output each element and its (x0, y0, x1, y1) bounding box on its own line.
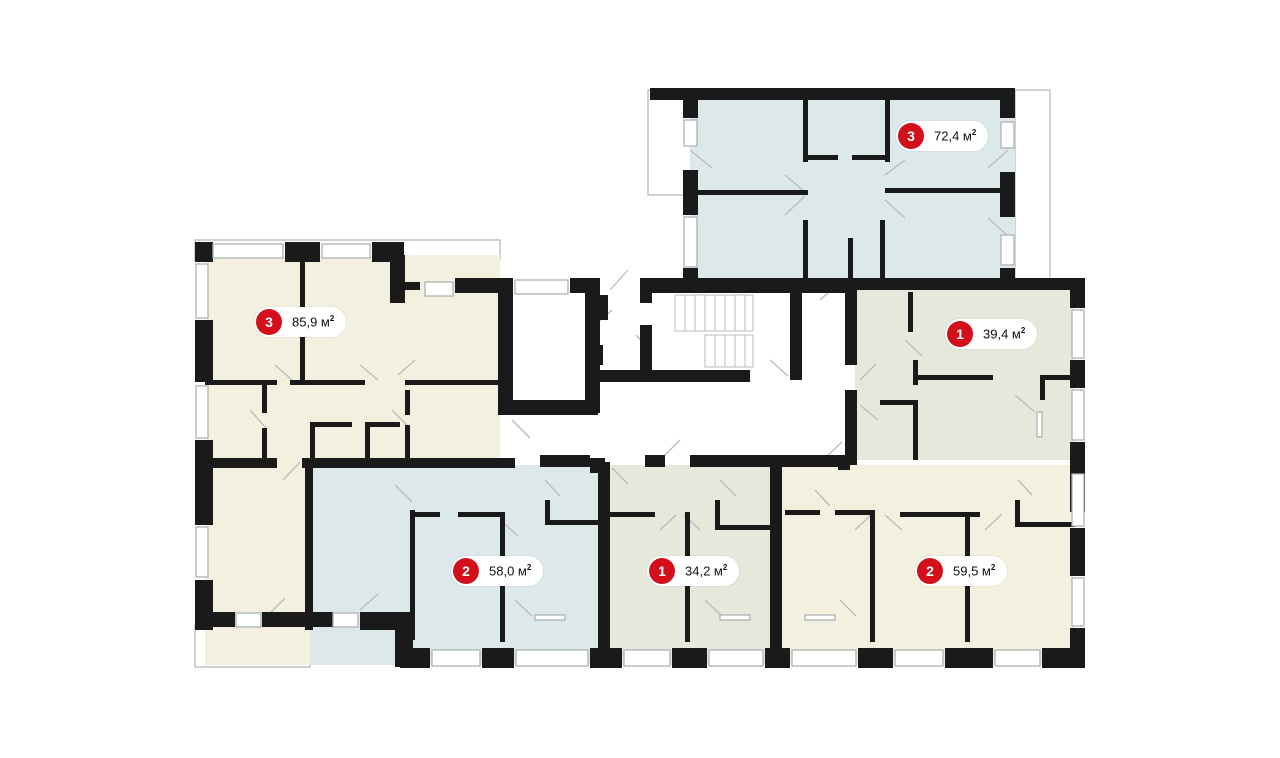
windows (195, 119, 1085, 667)
room-count-badge: 3 (898, 123, 924, 149)
apartment-label-left-top[interactable]: 3 85,9 м2 (254, 307, 347, 337)
apartment-label-right-mid[interactable]: 1 39,4 м2 (945, 319, 1038, 349)
apartment-label-bottom-a[interactable]: 2 58,0 м2 (451, 556, 544, 586)
area-text: 58,0 м2 (489, 563, 532, 579)
area-text: 59,5 м2 (953, 563, 996, 579)
room-count-badge: 1 (947, 321, 973, 347)
room-count-badge: 3 (256, 309, 282, 335)
staircase (674, 294, 754, 368)
area-text: 85,9 м2 (292, 314, 335, 330)
area-text: 72,4 м2 (934, 128, 977, 144)
apartment-label-top-right[interactable]: 3 72,4 м2 (896, 121, 989, 151)
apartment-label-bottom-b[interactable]: 1 34,2 м2 (647, 556, 740, 586)
apartment-label-bottom-c[interactable]: 2 59,5 м2 (915, 556, 1008, 586)
room-count-badge: 2 (453, 558, 479, 584)
area-text: 39,4 м2 (983, 326, 1026, 342)
unit-fill-left-bottom[interactable] (205, 465, 310, 665)
room-count-badge: 2 (917, 558, 943, 584)
area-text: 34,2 м2 (685, 563, 728, 579)
room-count-badge: 1 (649, 558, 675, 584)
